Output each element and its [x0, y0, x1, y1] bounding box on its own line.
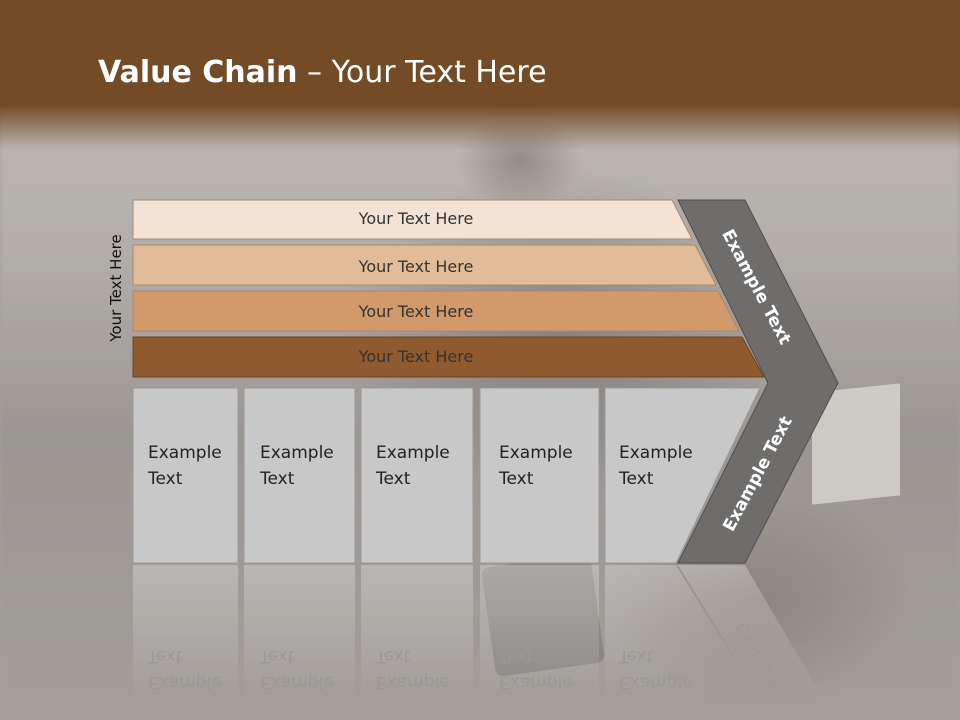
column-5-line2: Text	[618, 469, 654, 489]
column-5[interactable]	[604, 387, 761, 564]
slide-title[interactable]: Value Chain – Your Text Here	[98, 55, 547, 90]
title-rest: – Your Text Here	[297, 55, 547, 90]
column-3[interactable]	[360, 387, 474, 564]
column-1[interactable]	[132, 387, 239, 564]
reflection-text: Example	[376, 672, 450, 692]
column-1-line2: Text	[147, 469, 183, 489]
columns-group: Example Text Example Text Example Text E…	[132, 387, 761, 564]
title-banner	[0, 0, 960, 150]
column-2[interactable]	[243, 387, 356, 564]
column-3-line2: Text	[375, 469, 411, 489]
column-4-line2: Text	[498, 469, 534, 489]
reflection-text: Text	[259, 646, 295, 666]
reflection-text: Example	[619, 672, 693, 692]
chevron-shape	[677, 199, 839, 564]
bar-3[interactable]	[132, 290, 740, 332]
column-3-line1: Example	[376, 443, 450, 463]
bar-4[interactable]	[132, 336, 765, 378]
bar-1[interactable]	[132, 199, 693, 240]
bars-group: Your Text Here Your Text Here Your Text …	[132, 199, 765, 378]
column-5-line1: Example	[619, 443, 693, 463]
column-1-line1: Example	[148, 443, 222, 463]
column-2-line1: Example	[260, 443, 334, 463]
bar-4-label: Your Text Here	[358, 347, 474, 366]
bar-1-label: Your Text Here	[358, 209, 474, 228]
reflection-text: Example	[148, 672, 222, 692]
reflection-text: Example	[260, 672, 334, 692]
column-4-line1: Example	[499, 443, 573, 463]
bar-3-label: Your Text Here	[358, 302, 474, 321]
reflection-text: Example	[499, 672, 573, 692]
bar-2[interactable]	[132, 244, 717, 286]
reflection-text: Text	[618, 646, 654, 666]
reflection-text: Text	[498, 646, 534, 666]
chevron-arrow[interactable]: Example Text Example Text	[677, 199, 839, 564]
column-4[interactable]	[479, 387, 600, 564]
column-2-line2: Text	[259, 469, 295, 489]
reflection-text: Text	[147, 646, 183, 666]
reflection-text: Text	[375, 646, 411, 666]
bar-2-label: Your Text Here	[358, 257, 474, 276]
diagram-reflection: Example Text Example Text Example Text E…	[133, 565, 818, 700]
title-bold: Value Chain	[98, 55, 298, 90]
